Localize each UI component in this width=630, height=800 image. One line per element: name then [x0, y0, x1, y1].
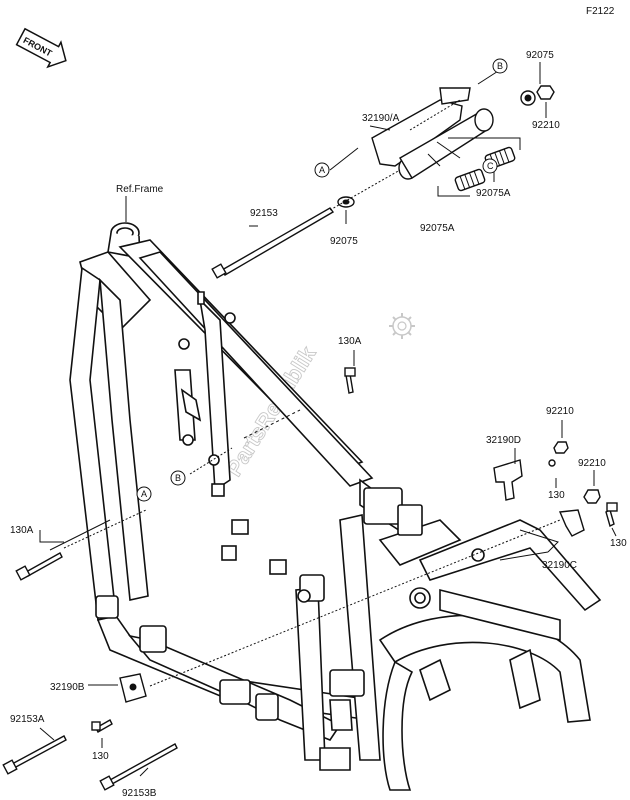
diagram-id: F2122	[586, 6, 615, 17]
label-130-bottom: 130	[92, 751, 109, 762]
label-130-r2: 130	[610, 538, 627, 549]
bracket-32190B	[119, 673, 147, 703]
label-ref-frame: Ref.Frame	[116, 184, 164, 195]
label-130A-left: 130A	[10, 525, 34, 536]
label-92075-mid: 92075	[330, 236, 358, 247]
svg-text:B: B	[175, 473, 181, 483]
bolt-92153	[211, 207, 335, 279]
bolt-130-bottom	[91, 719, 113, 733]
callout-B-frame: B	[170, 470, 186, 486]
bolt-130A-top	[344, 367, 356, 394]
svg-text:B: B	[497, 61, 503, 71]
label-92075-top: 92075	[526, 50, 554, 61]
label-32190C: 32190C	[542, 560, 577, 571]
callout-A-top: A	[314, 162, 330, 178]
label-32190D: 32190D	[486, 435, 521, 446]
callout-A-frame: A	[136, 486, 152, 502]
bolt-92153A	[2, 735, 67, 775]
label-32190A: 32190/A	[362, 113, 400, 124]
svg-text:A: A	[141, 489, 147, 499]
callout-B-top: B	[492, 58, 508, 74]
label-92210-top: 92210	[532, 120, 560, 131]
bracket-32190C	[558, 489, 618, 537]
label-92210-r1: 92210	[546, 406, 574, 417]
label-92075A-right: 92075A	[476, 188, 511, 199]
motorcycle-frame	[69, 222, 602, 791]
label-130A-top: 130A	[338, 336, 362, 347]
label-92153A: 92153A	[10, 714, 45, 725]
svg-text:C: C	[487, 161, 494, 171]
label-92153: 92153	[250, 208, 278, 219]
bracket-32190D	[493, 441, 569, 501]
leader-lines	[39, 62, 617, 777]
label-32190B: 32190B	[50, 682, 85, 693]
bolt-130A-left	[15, 552, 63, 581]
label-92153B: 92153B	[122, 788, 157, 799]
watermark-gear-icon	[389, 313, 415, 339]
label-92210-r2: 92210	[578, 458, 606, 469]
bracket-assembly-32190A	[337, 85, 555, 208]
label-92075A-mid: 92075A	[420, 223, 455, 234]
callout-C-top: C	[482, 158, 498, 174]
svg-text:A: A	[319, 165, 325, 175]
label-130-r1: 130	[548, 490, 565, 501]
bolt-92153B	[99, 743, 178, 791]
front-arrow-icon: FRONT	[15, 27, 67, 69]
